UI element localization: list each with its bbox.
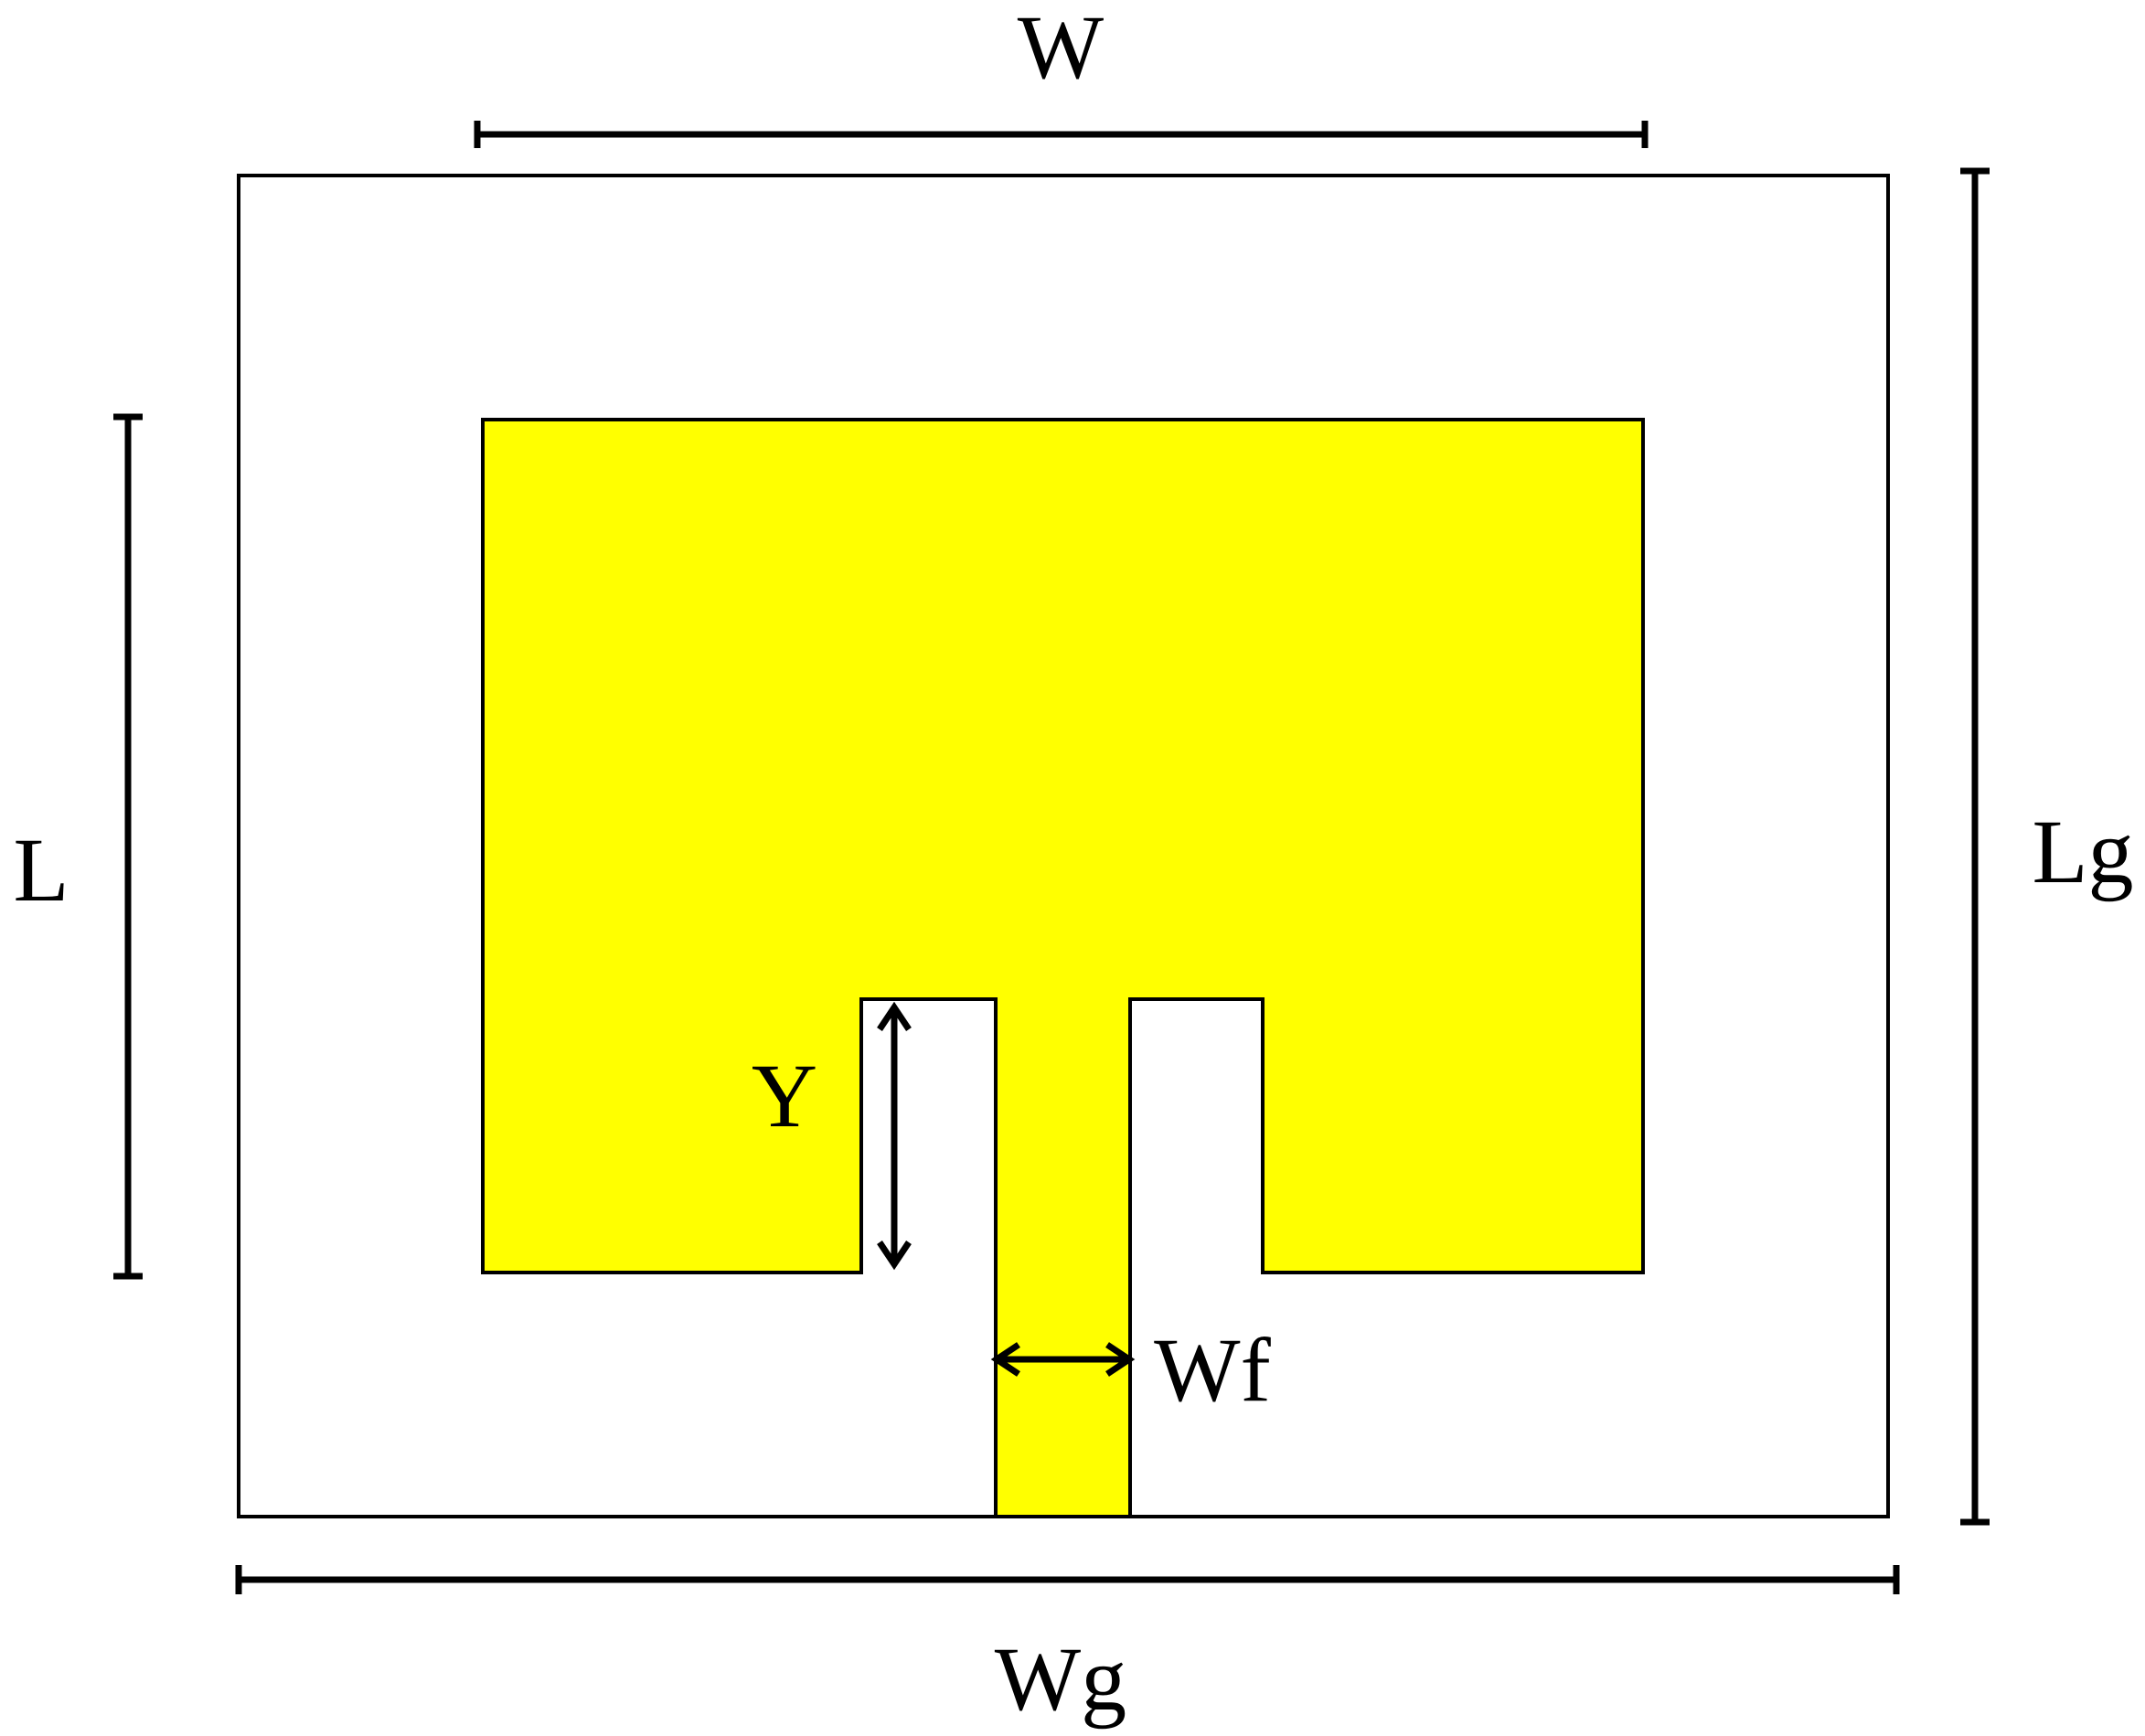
dimension-wf — [990, 1342, 1136, 1377]
label-l: L — [13, 819, 69, 921]
label-wf: Wf — [1154, 1319, 1271, 1421]
dimension-w — [474, 121, 1649, 148]
dimension-l — [113, 413, 143, 1280]
label-lg: Lg — [2032, 801, 2133, 902]
label-y: Y — [752, 1045, 817, 1146]
dimension-lg — [1960, 167, 1990, 1526]
radiating-patch — [481, 418, 1645, 1518]
label-w: W — [1018, 0, 1105, 98]
dimension-y — [877, 1001, 912, 1271]
label-wg: Wg — [995, 1628, 1126, 1730]
dimension-wg — [235, 1565, 1900, 1594]
